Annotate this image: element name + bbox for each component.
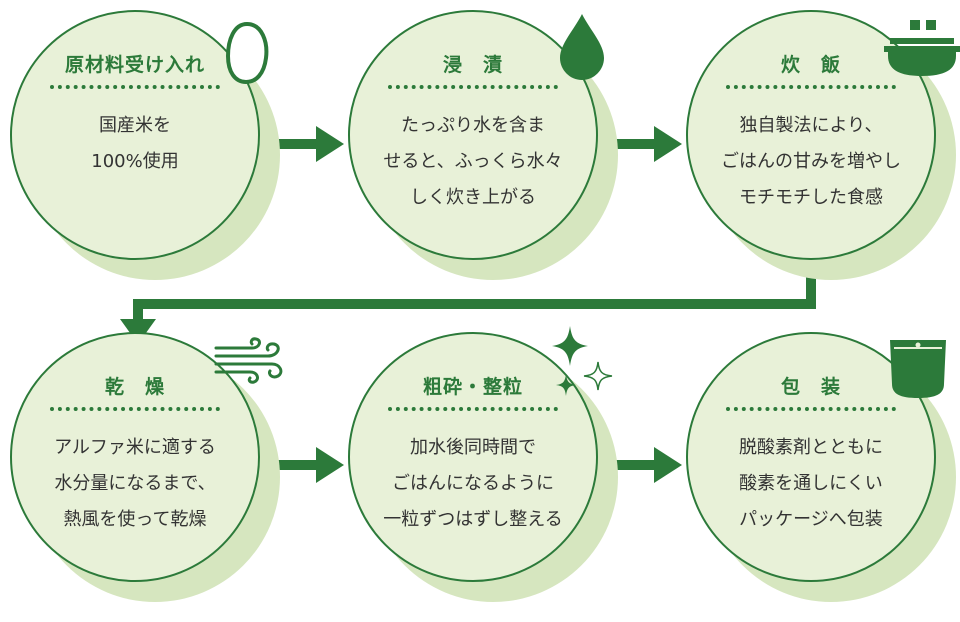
water-drop-icon [560, 14, 604, 80]
step-packaging: 包 装 脱酸素剤とともに 酸素を通しにくい パッケージへ包装 [676, 322, 960, 622]
arrow-3-to-4 [120, 260, 816, 344]
dotted-divider [726, 407, 896, 411]
step-receiving-materials: 原材料受け入れ 国産米を 100%使用 [0, 0, 300, 300]
dotted-divider [388, 407, 558, 411]
arrow-5-to-6 [604, 447, 682, 483]
step-description: アルファ米に適する 水分量になるまで、 熱風を使って乾燥 [54, 437, 216, 530]
step-title: 乾 燥 [104, 376, 165, 398]
step-soaking: 浸 漬 たっぷり水を含ま せると、ふっくら水々 しく炊き上がる [338, 0, 638, 300]
step-title: 粗砕・整粒 [422, 376, 523, 398]
step-cooking: 炊 飯 独自製法により、 ごはんの甘みを増やし モチモチした食感 [676, 0, 960, 300]
step-description: 加水後同時間で ごはんになるように 一粒ずつはずし整える [383, 437, 563, 530]
step-description: 脱酸素剤とともに 酸素を通しにくい パッケージへ包装 [739, 437, 883, 530]
step-title: 原材料受け入れ [64, 54, 205, 76]
wind-icon [214, 337, 283, 384]
arrow-2-to-3 [604, 126, 682, 162]
step-description: 国産米を 100%使用 [91, 115, 179, 172]
dotted-divider [50, 85, 220, 89]
step-title: 浸 漬 [442, 54, 503, 76]
step-description: 独自製法により、 ごはんの甘みを増やし モチモチした食感 [721, 115, 901, 208]
arrow-4-to-5 [266, 447, 344, 483]
step-title: 炊 飯 [780, 54, 841, 76]
step-description: たっぷり水を含ま せると、ふっくら水々 しく炊き上がる [383, 115, 563, 208]
step-drying: 乾 燥 アルファ米に適する 水分量になるまで、 熱風を使って乾燥 [0, 322, 300, 622]
step-crushing-sizing: 粗砕・整粒 加水後同時間で ごはんになるように 一粒ずつはずし整える [338, 322, 638, 622]
arrow-1-to-2 [266, 126, 344, 162]
package-bag-icon [890, 340, 946, 398]
rice-grain-icon [225, 21, 269, 85]
step-title: 包 装 [780, 376, 841, 398]
dotted-divider [388, 85, 558, 89]
sparkle-icon [552, 326, 613, 396]
dotted-divider [50, 407, 220, 411]
rice-cooker-icon [884, 20, 960, 76]
dotted-divider [726, 85, 896, 89]
